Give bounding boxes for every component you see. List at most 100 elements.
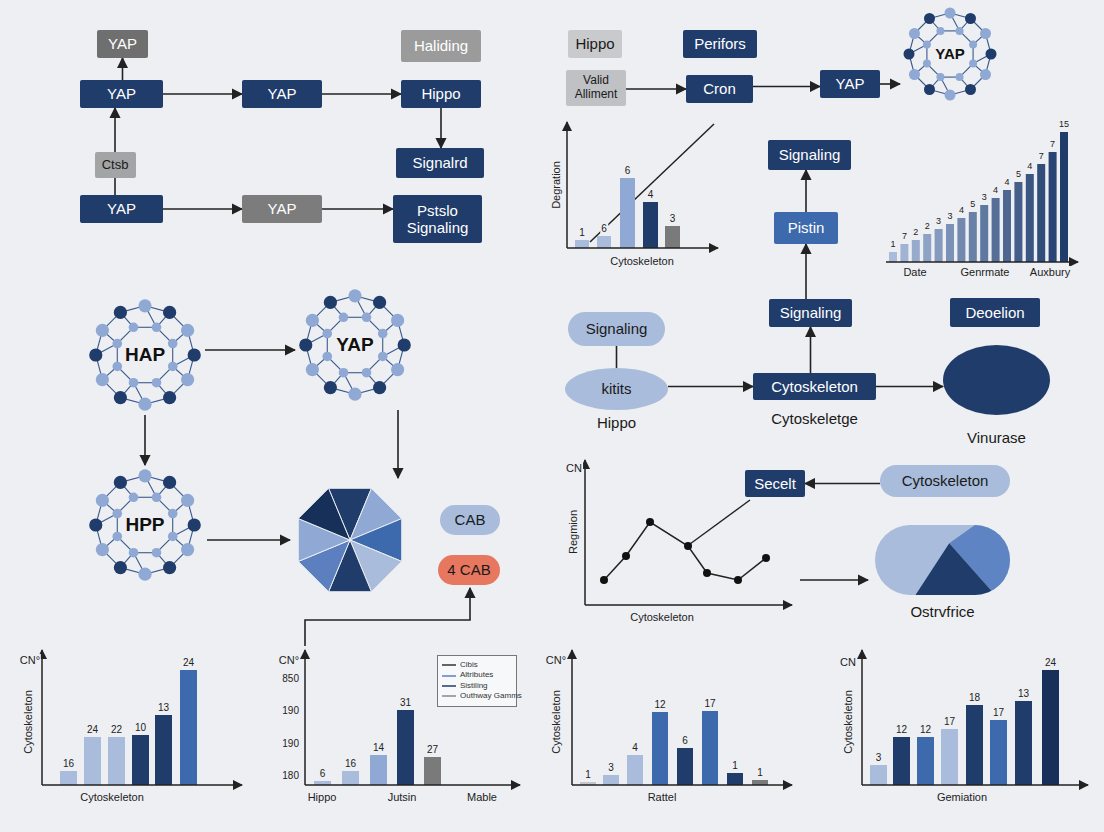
node-text: YAP bbox=[268, 200, 297, 217]
chart-bar bbox=[727, 773, 743, 785]
network-dot bbox=[114, 476, 127, 489]
pie-segment bbox=[875, 525, 1010, 595]
axis-label: Cytoskeleton bbox=[609, 255, 675, 267]
chart-axis bbox=[585, 604, 792, 606]
axis-label: CN° bbox=[278, 654, 300, 666]
chart-bar bbox=[969, 212, 977, 262]
process-box: Valid Alliment bbox=[566, 70, 626, 106]
network-dot bbox=[181, 373, 194, 386]
node-shape: Cytoskeleton bbox=[753, 373, 876, 400]
network-dot bbox=[112, 532, 122, 542]
network-dot bbox=[391, 314, 404, 327]
network-node: HAP bbox=[85, 295, 205, 415]
process-box: YAP bbox=[242, 80, 322, 108]
node-shape: HPP bbox=[85, 465, 205, 585]
network-dot bbox=[945, 90, 956, 101]
node-text: Valid Alliment bbox=[571, 74, 621, 102]
chart-bar bbox=[677, 748, 693, 785]
chart bbox=[870, 670, 1059, 785]
value-label: 10 bbox=[134, 722, 147, 733]
node-caption: Vinurase bbox=[943, 429, 1050, 446]
axis-label: Cytoskeleton bbox=[79, 791, 145, 803]
network-dot bbox=[114, 306, 127, 319]
process-box: Hippo bbox=[568, 30, 622, 58]
connector-arrow bbox=[626, 88, 686, 90]
process-box: Signaling bbox=[768, 140, 851, 170]
value-label: 7 bbox=[1038, 152, 1045, 162]
connector-arrow bbox=[205, 349, 295, 351]
chart-bar bbox=[132, 735, 149, 785]
node-text: HPP bbox=[125, 514, 164, 536]
chart-axis bbox=[42, 784, 242, 786]
chart-axis bbox=[305, 784, 520, 786]
connector-arrow bbox=[163, 93, 242, 95]
network-dot bbox=[114, 561, 127, 574]
rounded-box: CAB bbox=[440, 505, 500, 535]
network-dot bbox=[112, 362, 122, 372]
value-label: 7 bbox=[901, 232, 908, 242]
value-label: 13 bbox=[157, 702, 170, 713]
network-dot bbox=[188, 518, 201, 531]
chart-bar bbox=[893, 737, 910, 785]
process-box: YAP bbox=[80, 80, 163, 108]
chart-bar bbox=[665, 226, 680, 248]
flow-arrow bbox=[207, 539, 290, 541]
network-dot bbox=[163, 476, 176, 489]
value-label: 1 bbox=[731, 760, 739, 771]
network-dot bbox=[152, 378, 162, 388]
value-label: 24 bbox=[1044, 657, 1057, 668]
node-text: Ctsb bbox=[102, 158, 129, 173]
process-box: YAP bbox=[97, 30, 148, 58]
network-dot bbox=[969, 60, 977, 68]
value-label: 7 bbox=[1049, 140, 1056, 150]
value-label: 22 bbox=[110, 724, 123, 735]
node-text: kitits bbox=[602, 380, 632, 397]
value-label: 4 bbox=[631, 742, 639, 753]
node-text: Signaling bbox=[779, 146, 841, 163]
value-label: 5 bbox=[1015, 170, 1022, 180]
chart-bar bbox=[1003, 190, 1011, 262]
network-dot bbox=[324, 296, 337, 309]
value-label: 3 bbox=[935, 217, 942, 227]
node-shape: Perifors bbox=[683, 30, 757, 58]
legend-text: Altributes bbox=[460, 670, 493, 680]
axis-label: Rattel bbox=[647, 791, 678, 803]
network-dot bbox=[909, 69, 920, 80]
node-shape: YAP bbox=[242, 195, 322, 223]
node-shape: Haliding bbox=[401, 30, 481, 62]
value-label: 4 bbox=[1026, 162, 1033, 172]
connector-arrow bbox=[163, 208, 242, 210]
chart-bar bbox=[966, 705, 983, 785]
value-label: 31 bbox=[399, 697, 412, 708]
chart-bar bbox=[180, 670, 197, 785]
network-dot bbox=[322, 352, 332, 362]
node-text: Cron bbox=[703, 80, 736, 97]
network-dot bbox=[398, 338, 411, 351]
connector-arrow bbox=[805, 483, 880, 485]
data-point bbox=[646, 518, 654, 526]
value-label: 1 bbox=[756, 767, 764, 778]
legend-text: Cibis bbox=[460, 660, 478, 670]
axis-label: Mable bbox=[466, 791, 498, 803]
process-box: Signaling bbox=[769, 299, 852, 327]
chart-bar bbox=[941, 729, 958, 785]
axis-label: Cytoskeleton bbox=[629, 611, 695, 623]
value-label: 12 bbox=[919, 724, 932, 735]
network-dot bbox=[339, 368, 349, 378]
node-shape: kitits bbox=[565, 368, 668, 410]
chart-axis bbox=[41, 650, 43, 785]
network-dot bbox=[299, 338, 312, 351]
chart-bar bbox=[1060, 132, 1068, 262]
axis-label: Cytoskeleton bbox=[550, 689, 562, 755]
legend-text: Outhway Gamms bbox=[460, 691, 522, 701]
node-shape: Pistin bbox=[774, 212, 838, 244]
network-dot bbox=[96, 373, 109, 386]
node-text: Hippo bbox=[421, 85, 460, 102]
network-dot bbox=[362, 368, 372, 378]
node-shape: YAP bbox=[80, 195, 163, 223]
network-dot bbox=[181, 324, 194, 337]
axis-label: 850 bbox=[281, 673, 300, 684]
data-point bbox=[600, 576, 608, 584]
chart-bar bbox=[702, 711, 718, 785]
node-shape: CAB bbox=[440, 505, 500, 535]
